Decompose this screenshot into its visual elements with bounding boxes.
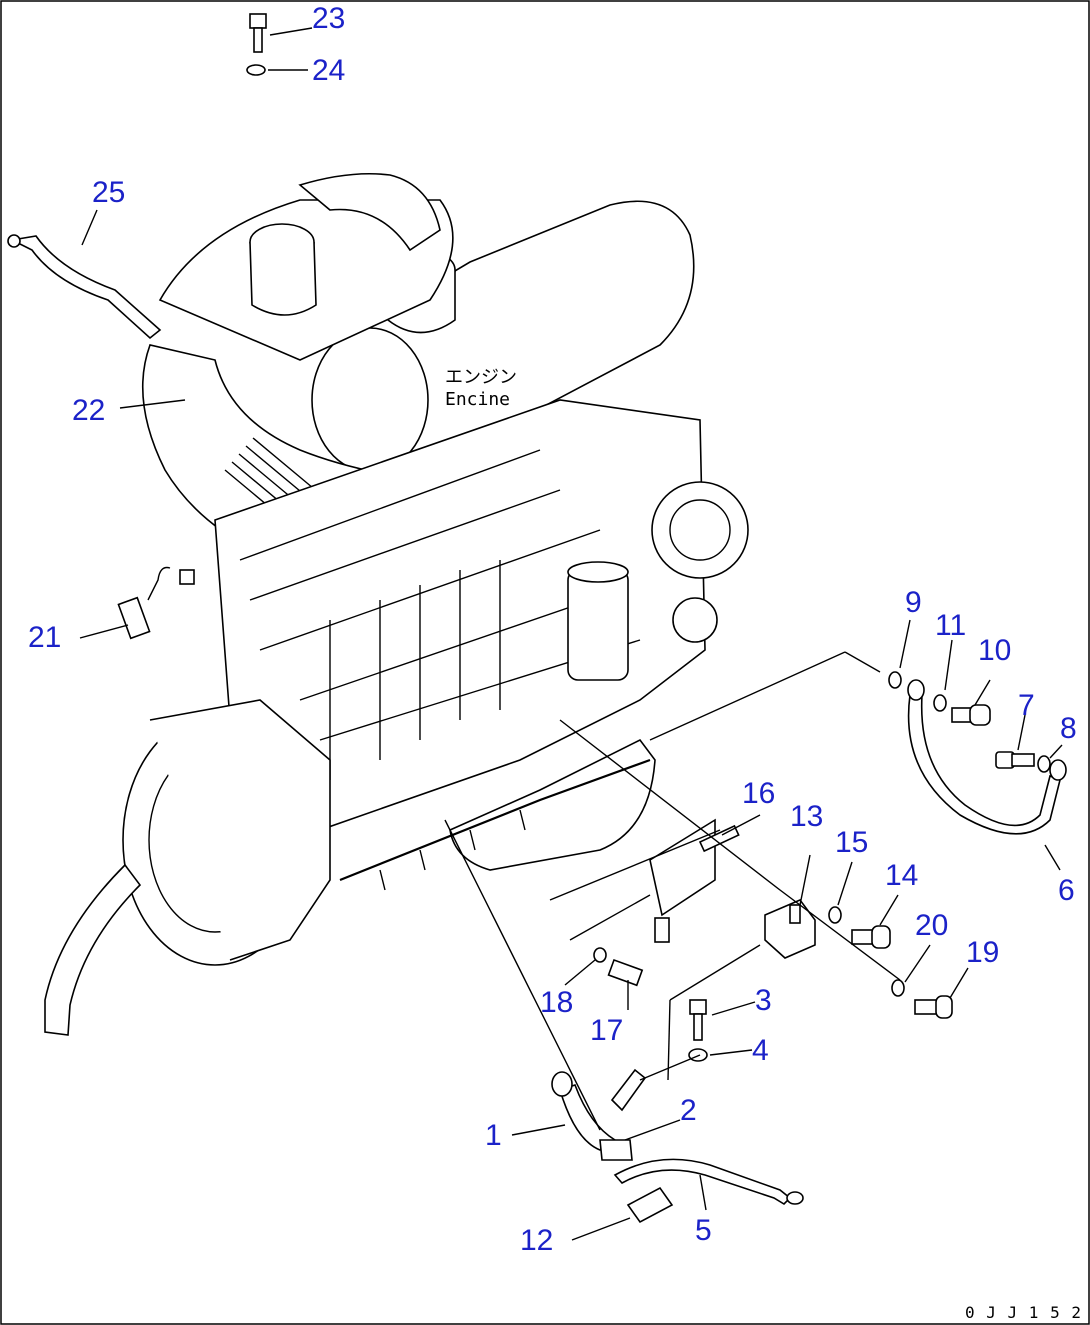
boot-12 [626, 1186, 674, 1224]
washer-18 [593, 947, 607, 963]
callout-13: 13 [790, 800, 823, 833]
callout-21: 21 [28, 621, 61, 654]
callout-11: 11 [935, 609, 966, 642]
relay-13 [764, 899, 816, 959]
cable-5 [613, 1158, 804, 1206]
bolt-17 [607, 958, 644, 987]
bolt-23 [249, 13, 267, 53]
callout-4: 4 [752, 1034, 769, 1067]
washer-11 [933, 694, 947, 712]
terminal-2 [599, 1068, 647, 1161]
callout-24: 24 [312, 54, 345, 87]
washer-8 [1037, 755, 1051, 773]
bolt-14 [851, 925, 891, 949]
washer-20 [891, 979, 905, 997]
bracket-16 [649, 818, 740, 943]
callout-22: 22 [72, 394, 105, 427]
callout-17: 17 [590, 1014, 623, 1047]
callouts: 1 2 3 4 5 6 7 8 9 10 11 12 13 14 15 16 1… [28, 2, 1077, 1257]
sensor-21 [117, 566, 195, 640]
bolt-7 [995, 751, 1035, 769]
drawing-number: 0 J J 1 5 2 8 1 [965, 1303, 1090, 1322]
engine-label-en: Encine [445, 389, 510, 410]
harness-25 [7, 234, 162, 340]
callout-10: 10 [978, 634, 1011, 667]
engine-label-jp: エンジン [445, 367, 517, 388]
callout-1: 1 [485, 1119, 502, 1152]
callout-25: 25 [92, 176, 125, 209]
cable-1 [551, 1071, 617, 1151]
callout-16: 16 [742, 777, 775, 810]
washer-15 [828, 906, 842, 924]
callout-8: 8 [1060, 712, 1077, 745]
washer-9 [888, 671, 902, 689]
bolt-3 [689, 999, 707, 1041]
callout-5: 5 [695, 1214, 712, 1247]
bolt-19 [914, 995, 953, 1019]
cable-6 [907, 679, 1067, 835]
washer-24 [246, 64, 266, 76]
engine-assembly [44, 172, 749, 1036]
callout-23: 23 [312, 2, 345, 35]
leader-lines [79, 27, 1063, 1241]
callout-9: 9 [905, 586, 922, 619]
callout-15: 15 [835, 826, 868, 859]
callout-18: 18 [540, 986, 573, 1019]
callout-3: 3 [755, 984, 772, 1017]
callout-20: 20 [915, 909, 948, 942]
callout-6: 6 [1058, 874, 1075, 907]
callout-2: 2 [680, 1094, 697, 1127]
bolt-10 [951, 704, 991, 726]
callout-19: 19 [966, 936, 999, 969]
callout-7: 7 [1018, 689, 1035, 722]
callout-12: 12 [520, 1224, 553, 1257]
callout-14: 14 [885, 859, 918, 892]
